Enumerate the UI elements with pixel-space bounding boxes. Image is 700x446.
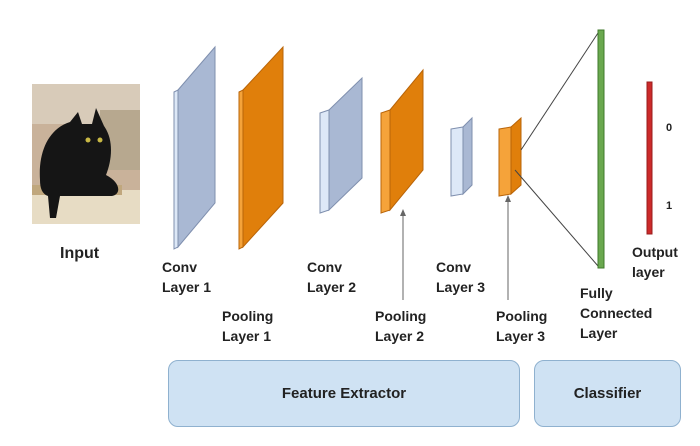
input-image <box>32 84 140 224</box>
fc-connector-top <box>520 32 599 151</box>
output-tick-1: 1 <box>666 200 673 212</box>
pooling-layer-1-block <box>238 45 284 250</box>
pooling-layer-2-block <box>380 68 424 214</box>
conv-layer-1-block <box>173 45 216 250</box>
conv-layer-3-block <box>450 116 473 197</box>
pooling-layer-3-block <box>498 116 522 197</box>
output-layer-bar <box>646 81 653 235</box>
fc-connector-bottom <box>514 169 599 267</box>
input-label: Input <box>60 245 100 262</box>
pooling-layer-2-pointer <box>400 209 406 300</box>
conv-layer-2-block <box>319 76 363 214</box>
pooling-layer-3-pointer <box>505 195 511 300</box>
output-tick-0: 0 <box>666 122 673 134</box>
classifier-box: Classifier <box>534 360 681 427</box>
fully-connected-layer-bar <box>597 29 605 269</box>
feature-extractor-box: Feature Extractor <box>168 360 520 427</box>
